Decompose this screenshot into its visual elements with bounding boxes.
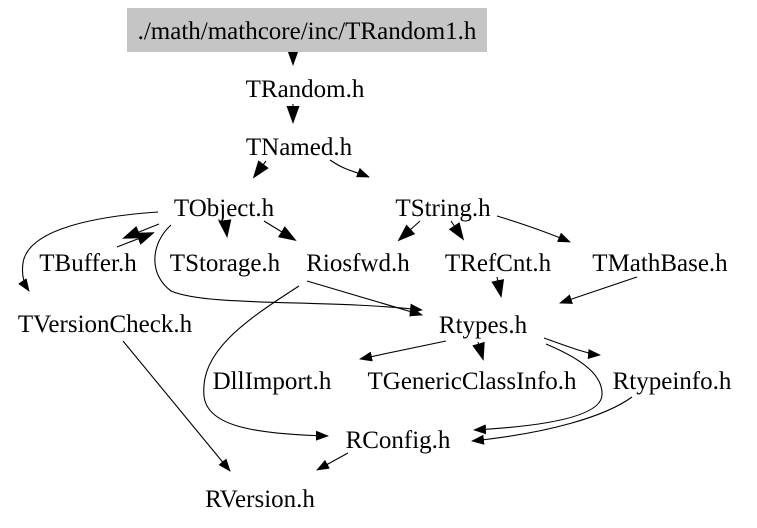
edge-rtypes-to-dllimport	[359, 340, 447, 362]
current-file-highlight-box	[127, 8, 487, 52]
node-label-dllimport[interactable]: DllImport.h	[213, 368, 332, 395]
edge-tstring-to-tmathbase	[496, 215, 571, 243]
edge-tversioncheck-to-rversion	[122, 340, 231, 472]
node-label-tgenericclassinfo[interactable]: TGenericClassInfo.h	[368, 368, 577, 395]
node-label-rconfig[interactable]: RConfig.h	[346, 427, 451, 454]
node-label-tstring[interactable]: TString.h	[395, 195, 491, 222]
edge-rconfig-to-rversion	[316, 452, 349, 471]
node-layer: ./math/mathcore/inc/TRandom1.h TRandom.h…	[18, 8, 732, 513]
edge-rtypeinfo-to-rconfig	[471, 396, 633, 445]
edge-tobject-to-riosfwd	[263, 220, 297, 242]
node-label-trandom[interactable]: TRandom.h	[246, 76, 365, 103]
edge-trefcnt-to-rtypes	[491, 276, 505, 298]
edge-tobject-to-rtypes	[154, 224, 423, 314]
node-label-tnamed[interactable]: TNamed.h	[246, 134, 353, 161]
edge-riosfwd-to-rtypes	[306, 280, 423, 317]
node-trandom1-current-file: ./math/mathcore/inc/TRandom1.h	[127, 8, 487, 52]
edge-tmathbase-to-rtypes	[559, 276, 638, 304]
edge-tobject-to-tbuffer	[122, 223, 160, 239]
edge-tnamed-to-tobject	[252, 160, 269, 179]
node-label-rtypeinfo[interactable]: Rtypeinfo.h	[613, 368, 732, 395]
node-label-tbuffer[interactable]: TBuffer.h	[39, 250, 137, 277]
edge-tobject-to-tversioncheck	[18, 211, 159, 292]
node-label-trefcnt[interactable]: TRefCnt.h	[445, 250, 552, 277]
edge-tnamed-to-tstring	[329, 159, 370, 178]
edge-rtypes-to-rtypeinfo	[543, 337, 601, 359]
node-label-tobject[interactable]: TObject.h	[174, 195, 275, 222]
node-label-trandom1: ./math/mathcore/inc/TRandom1.h	[138, 18, 477, 45]
node-label-tmathbase[interactable]: TMathBase.h	[592, 250, 728, 277]
edge-tstring-to-riosfwd	[397, 220, 421, 242]
edge-riosfwd-to-rconfig	[203, 285, 329, 441]
edge-tstring-to-trefcnt	[448, 220, 465, 241]
edge-rtypes-to-rconfig	[473, 343, 603, 435]
edge-tbuffer-to-tobject	[116, 232, 155, 248]
node-label-tstorage[interactable]: TStorage.h	[170, 250, 281, 277]
node-label-rversion[interactable]: RVersion.h	[205, 486, 315, 513]
node-label-riosfwd[interactable]: Riosfwd.h	[306, 250, 410, 277]
edge-layer	[18, 48, 638, 472]
edge-tobject-to-tstorage	[218, 219, 232, 238]
node-label-tversioncheck[interactable]: TVersionCheck.h	[18, 311, 193, 338]
edge-rtypes-to-tgenericclassinfo	[472, 341, 485, 361]
node-label-rtypes[interactable]: Rtypes.h	[439, 312, 528, 339]
